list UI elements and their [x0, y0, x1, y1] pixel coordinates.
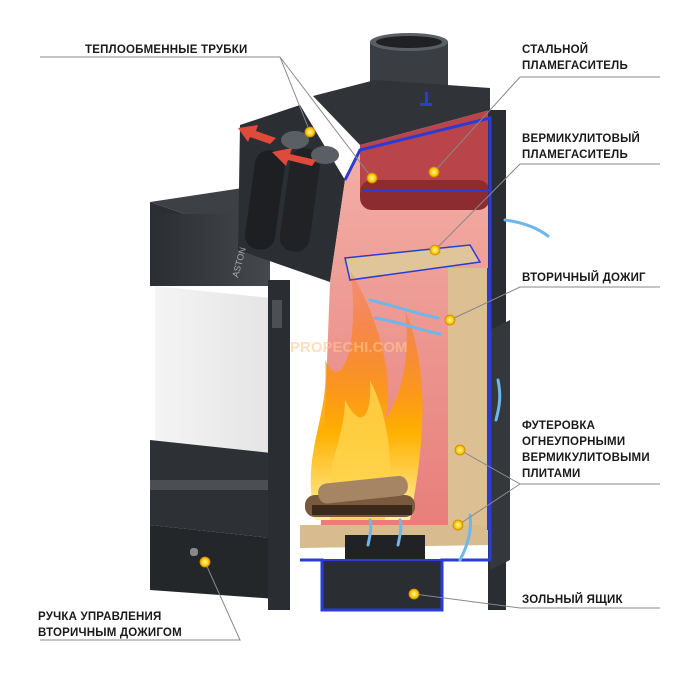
ash-box-shape: [321, 559, 443, 611]
label-heat-exchange-tubes: ТЕПЛООБМЕННЫЕ ТРУБКИ: [85, 44, 248, 56]
hot-gas-arrows: [238, 125, 316, 166]
marker-heat-tubes: [304, 126, 316, 138]
marker-vermiculite-deflector: [429, 244, 441, 256]
label-ash-box: ЗОЛЬНЫЙ ЯЩИК: [522, 594, 623, 606]
airflow-arrows: [366, 218, 550, 562]
heat-exchange-tubes: ASTON: [230, 105, 345, 282]
watermark: PROPECHI.COM: [290, 339, 408, 356]
callout-markers: [199, 126, 466, 600]
marker-ash-box: [408, 588, 420, 600]
marker-lining-2: [452, 519, 464, 531]
label-secondary-burn: ВТОРИЧНЫЙ ДОЖИГ: [522, 272, 646, 284]
marker-heat-tubes-2: [366, 172, 378, 184]
marker-secondary-burn: [444, 314, 456, 326]
refractory-lining: [448, 268, 488, 530]
front-post: [268, 280, 290, 610]
marker-control-handle: [199, 556, 211, 568]
fire: [305, 270, 423, 520]
chimney: [313, 33, 490, 145]
vermiculite-deflector: [344, 244, 482, 281]
leader-lines: [40, 56, 660, 641]
label-steel-deflector: СТАЛЬНОЙ ПЛАМЕГАСИТЕЛЬ: [522, 44, 628, 72]
label-refractory-lining: ФУТЕРОВКА ОГНЕУПОРНЫМИ ВЕРМИКУЛИТОВЫМИ П…: [522, 420, 650, 480]
label-vermiculite-deflector: ВЕРМИКУЛИТОВЫЙ ПЛАМЕГАСИТЕЛЬ: [522, 133, 641, 161]
label-control-handle: РУЧКА УПРАВЛЕНИЯ ВТОРИЧНЫМ ДОЖИГОМ: [38, 611, 182, 639]
stove-body: [150, 185, 340, 610]
marker-steel-deflector: [428, 166, 440, 178]
marker-lining: [454, 444, 466, 456]
